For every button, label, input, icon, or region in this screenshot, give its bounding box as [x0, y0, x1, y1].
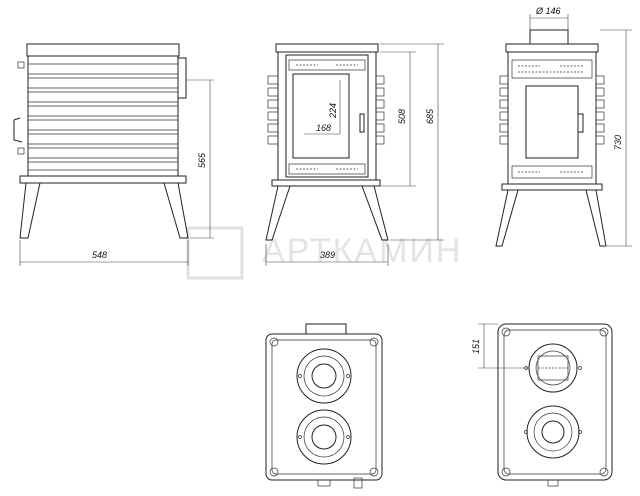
top-view-right	[497, 323, 613, 487]
dim-flue-diameter: Ø 146	[535, 6, 561, 16]
dim-front-width: 548	[92, 250, 107, 260]
watermark: АРТКАМИН	[186, 226, 462, 280]
dim-top-flue-offset: 151	[471, 339, 481, 354]
front-dimensions: 548 565	[19, 79, 214, 266]
watermark-text: АРТКАМИН	[262, 232, 462, 270]
dim-door-height: 224	[328, 103, 338, 119]
side-view	[265, 43, 389, 241]
dim-door-width: 168	[316, 123, 331, 133]
side-dimensions: 168 224 389 508 685	[265, 43, 444, 266]
back-dimensions: Ø 146 730	[529, 6, 632, 247]
top-dimensions: 151	[471, 323, 530, 369]
back-view	[495, 29, 607, 247]
top-view-left	[265, 323, 383, 489]
front-view	[13, 43, 189, 239]
dim-side-depth: 389	[320, 250, 335, 260]
dim-side-height-body: 508	[397, 109, 407, 124]
dim-side-height-total: 685	[425, 108, 435, 124]
dim-front-leg-height: 565	[197, 152, 207, 168]
dim-back-height: 730	[613, 135, 623, 150]
